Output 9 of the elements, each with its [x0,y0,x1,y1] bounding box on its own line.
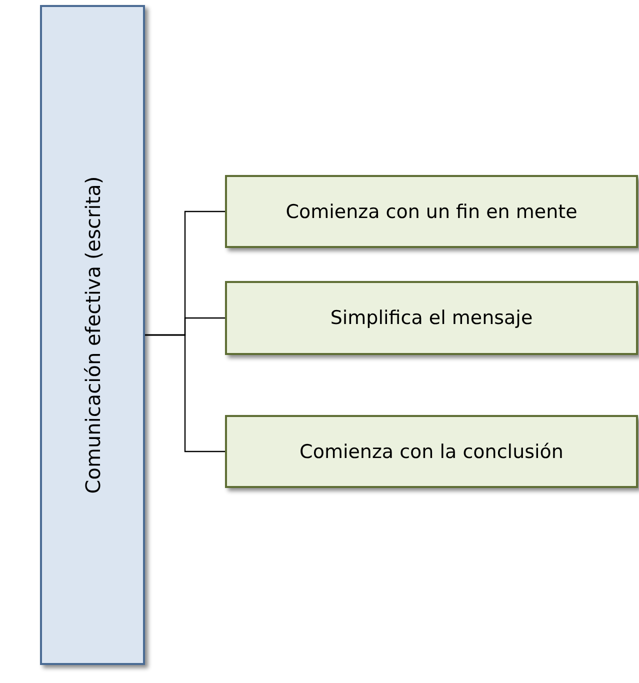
connector-line [145,334,225,452]
item-box [225,415,638,488]
box-label: Comunicación efectiva (escrita) [80,176,106,494]
title-box [40,5,145,665]
box-label: Comienza con un fin en mente [284,200,578,224]
item-box [225,175,638,248]
box-label: Comienza con la conclusión [298,440,564,464]
item-box [225,281,638,355]
box-label: Simplifica el mensaje [329,306,534,331]
